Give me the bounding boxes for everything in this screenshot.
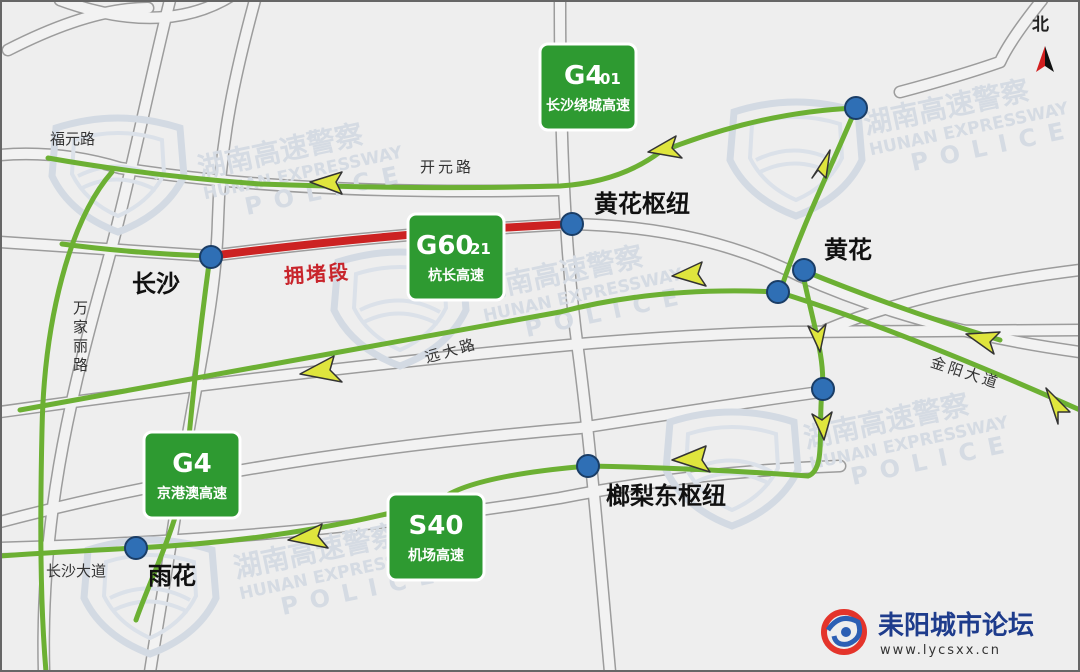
direction-arrow-icon <box>671 445 711 473</box>
watermark-shield-icon <box>730 102 862 216</box>
direction-arrow-icon <box>965 331 1001 355</box>
shield-code: G4 <box>564 61 603 91</box>
shield-code-suffix: 01 <box>600 70 621 88</box>
route-fuyuan-kaiyuan <box>45 105 859 191</box>
direction-arrow-icon <box>647 135 683 159</box>
highway-shield-s40: S40 机场高速 <box>386 492 486 582</box>
direction-arrow-icon <box>299 355 343 383</box>
direction-arrow-icon <box>287 523 329 549</box>
place-label-huanghua: 黄花 <box>824 236 872 264</box>
place-label-langli-east-hub: 榔梨东枢纽 <box>606 482 726 510</box>
forum-logo: 耒阳城市论坛 www.lycsxx.cn <box>821 609 1034 658</box>
junction-nodes <box>124 96 868 560</box>
direction-arrow-icon <box>309 171 343 195</box>
shield-name: 长沙绕城高速 <box>546 97 630 114</box>
swirl-logo-icon <box>821 609 867 655</box>
direction-arrow-icon <box>811 149 831 179</box>
direction-arrows <box>287 135 1071 549</box>
place-label-changsha: 长沙 <box>132 270 180 298</box>
route-south-link <box>437 267 826 503</box>
north-arrow-icon <box>1036 46 1054 72</box>
logo-url: www.lycsxx.cn <box>880 643 1001 658</box>
road-label-kaiyuan: 开元路 <box>420 158 474 176</box>
place-label-yuhua: 雨花 <box>148 562 196 590</box>
congestion-segment <box>206 220 576 260</box>
logo-name: 耒阳城市论坛 <box>878 610 1034 641</box>
route-g6021 <box>59 241 213 259</box>
shield-name: 机场高速 <box>408 547 464 564</box>
route-huanghua-link <box>777 105 859 295</box>
shield-code-suffix: 21 <box>470 240 491 258</box>
congestion-label: 拥堵段 <box>283 260 351 289</box>
direction-arrow-icon <box>807 323 827 353</box>
direction-arrow-icon <box>671 261 707 287</box>
junction-node-huanghua-west <box>766 280 790 304</box>
highway-shield-g401: G4 01 长沙绕城高速 <box>538 42 638 132</box>
shield-code: G4 <box>172 449 211 479</box>
direction-arrow-icon <box>1045 387 1071 425</box>
highway-shield-g6021: G60 21 杭长高速 <box>406 212 506 302</box>
junction-node-huanghua <box>792 258 816 282</box>
road-label-wanjiali: 万家丽路 <box>71 300 89 376</box>
road-label-fuyuan: 福元路 <box>50 130 95 148</box>
junction-node-huanghua-hub <box>560 212 584 236</box>
junction-node-south <box>811 377 835 401</box>
highway-shield-g4: G4 京港澳高速 <box>142 430 242 520</box>
watermark-shield-icon <box>84 540 216 654</box>
road-label-changsha-avenue: 长沙大道 <box>46 562 106 580</box>
junction-node-changsha <box>199 245 223 269</box>
direction-arrow-icon <box>811 411 833 441</box>
route-wanjiali <box>38 169 115 672</box>
shield-name: 京港澳高速 <box>157 485 227 502</box>
route-jinyang-northeast <box>799 267 1003 343</box>
north-indicator: 北 <box>1032 15 1054 72</box>
shield-code: S40 <box>409 511 464 541</box>
junction-node-yuhua <box>124 536 148 560</box>
place-label-huanghua-hub: 黄花枢纽 <box>594 190 690 218</box>
junction-node-langli <box>576 454 600 478</box>
shield-code: G60 <box>416 231 474 261</box>
junction-node-north <box>844 96 868 120</box>
north-label: 北 <box>1032 15 1049 35</box>
route-yuanda <box>17 288 781 413</box>
shield-name: 杭长高速 <box>428 267 484 284</box>
route-s40 <box>0 497 443 559</box>
